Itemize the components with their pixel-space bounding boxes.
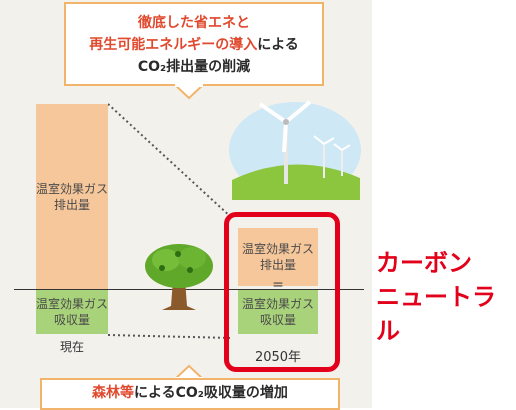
future-absorption-label-1: 温室効果ガス <box>241 297 314 311</box>
future-emission-label-2: 排出量 <box>259 258 296 272</box>
current-absorption-label-1: 温室効果ガス <box>36 297 109 311</box>
tree-illustration <box>145 244 213 310</box>
carbon-neutral-line2: ニュートラル <box>376 283 496 345</box>
equals-sign: = <box>272 277 284 293</box>
current-absorption-label-2: 吸収量 <box>53 313 90 327</box>
current-label: 現在 <box>59 340 84 354</box>
carbon-neutral-highlight-frame <box>224 212 340 372</box>
top-callout-line2: 再生可能エネルギーの導入による <box>66 34 322 56</box>
current-absorption-bar: 温室効果ガス 吸収量 <box>36 290 108 334</box>
current-emission-label-1: 温室効果ガス <box>36 182 109 196</box>
future-absorption-bar: 温室効果ガス 吸収量 <box>238 290 318 334</box>
top-callout-line3: CO₂排出量の削減 <box>137 59 251 75</box>
renewable-energy-text: 再生可能エネルギーの導入 <box>89 37 258 53</box>
current-emission-bar: 温室効果ガス 排出量 <box>36 104 108 290</box>
carbon-neutral-label: カーボン ニュートラル <box>376 246 512 348</box>
current-emission-label-2: 排出量 <box>53 198 90 212</box>
future-emission-label-1: 温室効果ガス <box>241 242 314 256</box>
carbon-neutral-line1: カーボン <box>376 249 472 277</box>
bottom-callout-rest: によるCO₂吸収量の増加 <box>134 385 288 401</box>
baseline <box>14 289 364 290</box>
future-emission-bar: 温室効果ガス 排出量 <box>238 228 318 286</box>
forest-text: 森林等 <box>92 385 135 401</box>
future-label: 2050年 <box>254 350 302 365</box>
reduction-dotted-lines <box>107 103 233 339</box>
future-absorption-label-2: 吸収量 <box>259 313 296 327</box>
top-callout-pointer <box>174 84 204 100</box>
top-callout-line2-rest: による <box>257 37 299 53</box>
wind-turbine-illustration <box>229 100 361 200</box>
bottom-callout: 森林等によるCO₂吸収量の増加 <box>40 378 340 410</box>
top-callout-line1: 徹底した省エネと <box>138 15 250 31</box>
top-callout: 徹底した省エネと 再生可能エネルギーの導入による CO₂排出量の削減 <box>64 2 324 86</box>
